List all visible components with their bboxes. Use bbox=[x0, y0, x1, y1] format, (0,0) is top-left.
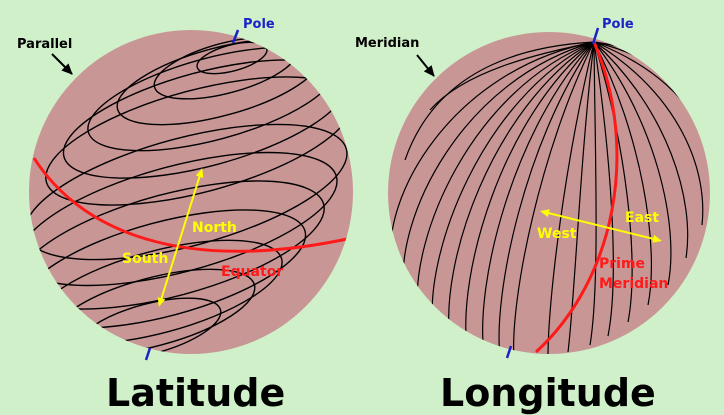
meridian-line bbox=[593, 41, 652, 306]
west-label: West bbox=[537, 226, 577, 242]
meridian-line bbox=[402, 41, 595, 291]
parallel-pointer-arrow bbox=[51, 53, 73, 75]
longitude-pole-label: Pole bbox=[602, 17, 634, 32]
latitude-pole-label: Pole bbox=[243, 17, 275, 32]
north-south-arrow bbox=[157, 168, 204, 307]
meridian-line bbox=[416, 41, 595, 311]
latitude-title: Latitude bbox=[106, 371, 285, 415]
meridian-label: Meridian bbox=[355, 36, 419, 51]
equator-line bbox=[32, 157, 353, 253]
meridian-line bbox=[513, 41, 595, 354]
south-label: South bbox=[122, 251, 168, 267]
meridian-line bbox=[465, 41, 595, 347]
longitude-sphere bbox=[388, 32, 710, 354]
parallel-label: Parallel bbox=[17, 37, 72, 52]
longitude-north-pole-marker bbox=[591, 27, 600, 45]
meridian-line bbox=[482, 41, 595, 353]
latitude-globe: Parallel Pole North South Equator Latitu… bbox=[17, 17, 353, 415]
meridian-line bbox=[593, 41, 633, 323]
longitude-title: Longitude bbox=[440, 371, 656, 415]
north-pole-marker bbox=[231, 29, 240, 44]
east-label: East bbox=[625, 210, 659, 226]
south-pole-marker bbox=[144, 347, 152, 361]
meridian-line bbox=[431, 41, 595, 326]
prime-label: Prime bbox=[599, 256, 645, 272]
parallel-line bbox=[29, 209, 307, 329]
meridian-pointer-arrow bbox=[416, 54, 435, 77]
equator-label: Equator bbox=[221, 264, 283, 280]
north-label: North bbox=[192, 220, 237, 236]
meridian-line bbox=[498, 41, 595, 354]
longitude-globe: Meridian Pole East West Prime Meridian L… bbox=[355, 17, 710, 415]
meridian-line bbox=[593, 41, 689, 259]
meridian-red-label: Meridian bbox=[599, 276, 668, 292]
meridian-line bbox=[593, 41, 672, 286]
latitude-sphere bbox=[29, 30, 353, 354]
east-west-arrow bbox=[540, 209, 662, 243]
meridian-line bbox=[593, 41, 704, 226]
meridian-line bbox=[448, 41, 595, 339]
longitude-south-pole-marker bbox=[505, 345, 513, 359]
meridian-line bbox=[404, 41, 595, 161]
